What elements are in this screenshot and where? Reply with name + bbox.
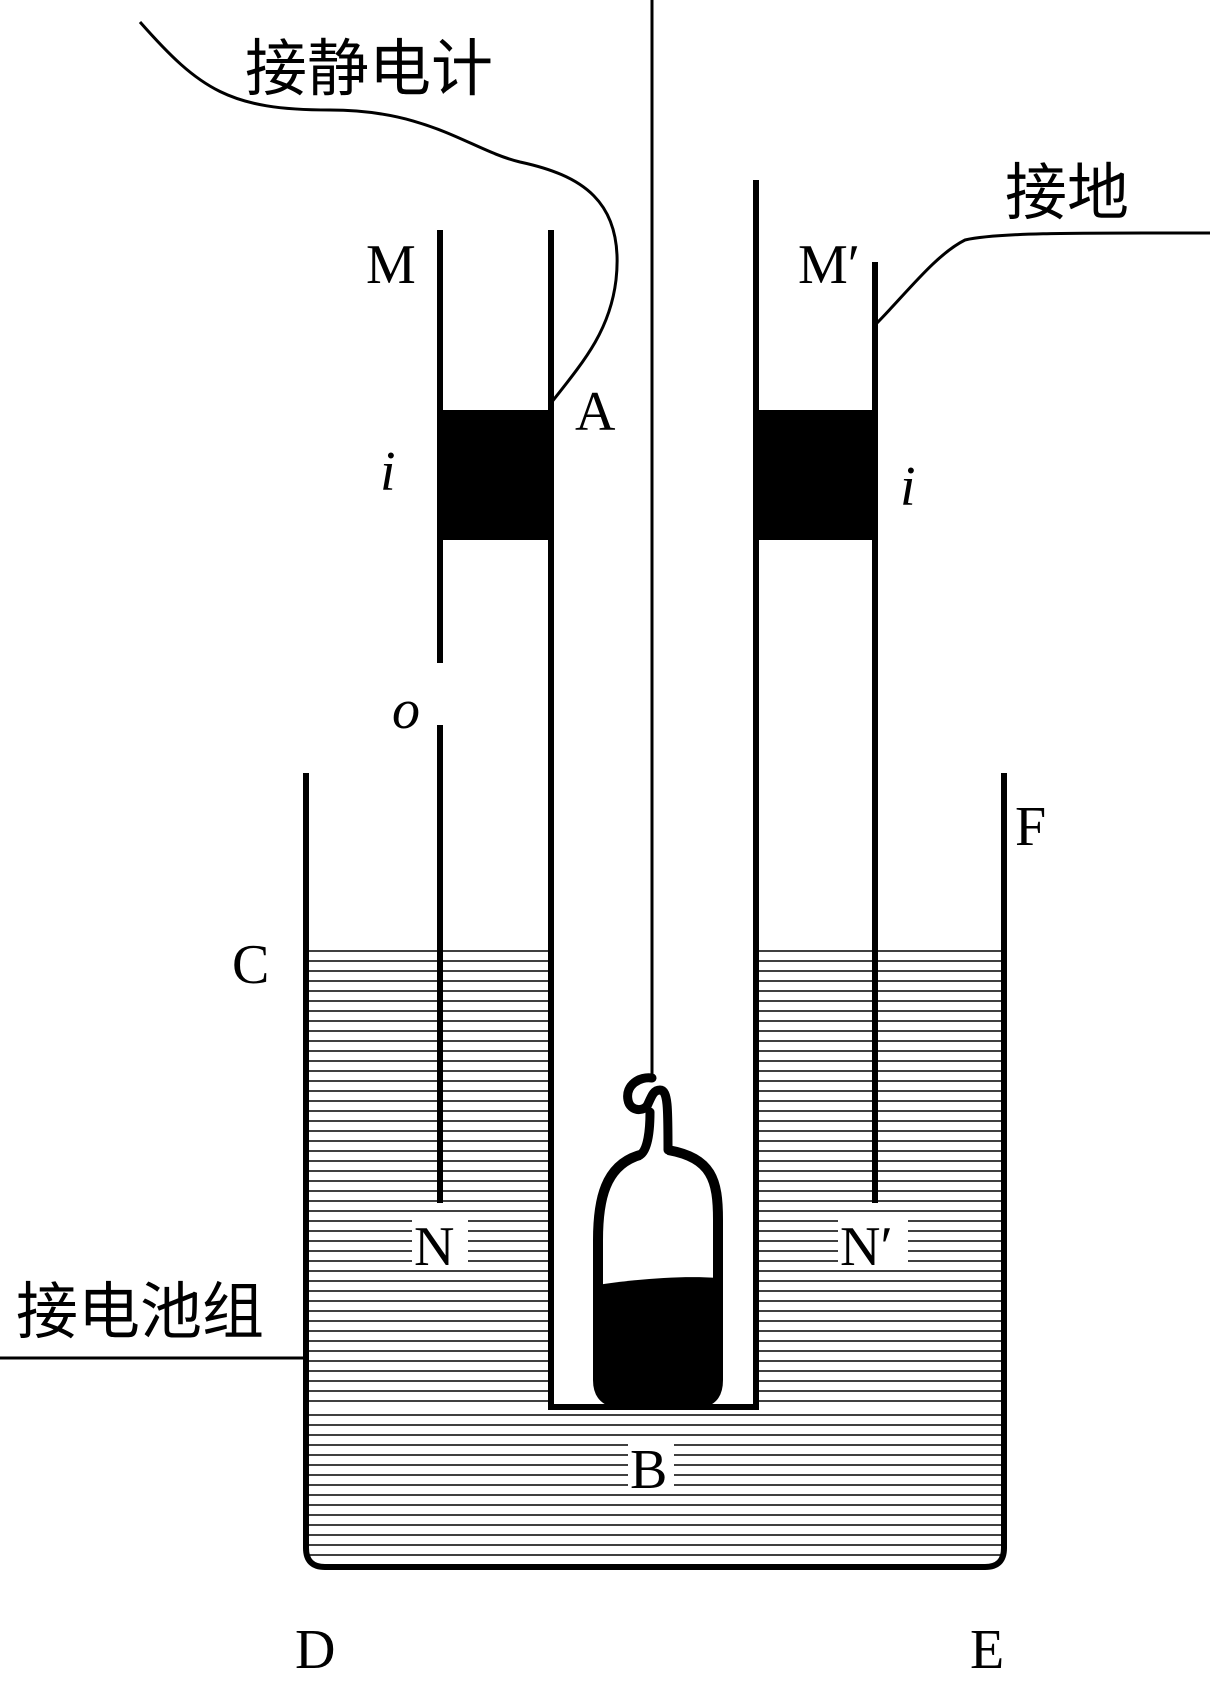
suspended-jar	[593, 1073, 723, 1410]
label-A: A	[575, 381, 616, 443]
water-hatching-right	[759, 950, 1001, 1402]
jar-neck-left	[635, 1107, 655, 1160]
label-electrometer: 接静电计	[245, 32, 493, 105]
label-i-left: i	[380, 441, 396, 503]
ground-wire	[873, 231, 1210, 327]
jar-liquid	[598, 1277, 718, 1405]
water-hatching-left	[309, 950, 548, 1402]
electrometer-wire	[138, 21, 619, 404]
label-N: N	[414, 1216, 454, 1278]
label-M-prime: M′	[798, 234, 860, 296]
label-D: D	[295, 1619, 335, 1681]
label-o: o	[392, 679, 420, 741]
label-B: B	[630, 1439, 667, 1501]
outer-vessel	[303, 773, 1007, 1570]
label-ground: 接地	[1005, 156, 1129, 229]
label-N-prime: N′	[840, 1216, 893, 1278]
label-i-right: i	[900, 456, 916, 518]
jar-hook	[623, 1073, 673, 1155]
label-F: F	[1015, 796, 1046, 858]
label-B-mask	[628, 1440, 674, 1492]
label-N-mask	[412, 1218, 468, 1270]
label-N-prime-mask	[838, 1218, 908, 1270]
insulator-ring-right	[756, 410, 875, 540]
label-C: C	[232, 934, 269, 996]
label-E: E	[970, 1619, 1004, 1681]
label-M: M	[366, 234, 416, 296]
label-battery: 接电池组	[16, 1275, 264, 1348]
insulator-ring-left	[440, 410, 551, 540]
